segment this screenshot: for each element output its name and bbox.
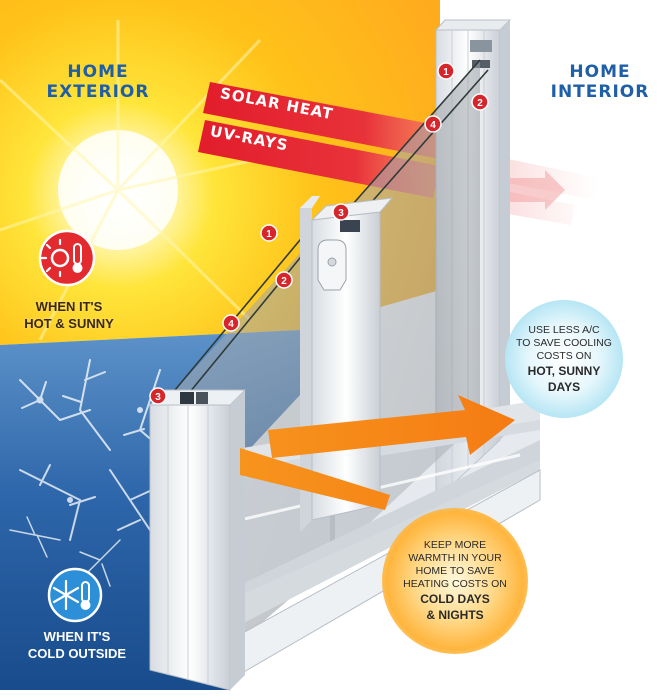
svg-text:1: 1 [443, 67, 449, 78]
svg-text:1: 1 [266, 229, 272, 240]
svg-text:4: 4 [430, 120, 436, 131]
svg-text:4: 4 [228, 319, 234, 330]
svg-text:2: 2 [477, 98, 483, 109]
cooling-benefit-bubble: USE LESS A/C TO SAVE COOLING COSTS ON HO… [505, 300, 623, 418]
svg-text:3: 3 [155, 392, 161, 403]
callout-mid-2: 2 [275, 271, 293, 289]
warmth-arrow-lower [240, 448, 390, 510]
callout-bottom-3: 3 [149, 387, 167, 405]
exterior-frame [148, 389, 247, 691]
snowflake-thermometer-icon [47, 567, 103, 623]
home-exterior-heading: HOME EXTERIOR [46, 62, 150, 102]
callout-top-4: 4 [424, 115, 442, 133]
callout-mid-1: 1 [260, 224, 278, 242]
interior-heat-arrow [505, 170, 565, 210]
home-interior-heading: HOME INTERIOR [550, 62, 650, 102]
solar-heat-ray [203, 82, 452, 160]
warmth-arrow-upper [268, 395, 515, 458]
callout-top-1: 1 [437, 62, 455, 80]
svg-text:3: 3 [338, 208, 344, 219]
hot-sunny-label: WHEN IT'S HOT & SUNNY [24, 299, 114, 331]
cold-outside-label: WHEN IT'S COLD OUTSIDE [27, 629, 127, 661]
svg-text:2: 2 [281, 276, 287, 287]
sun-thermometer-icon [38, 229, 96, 287]
callout-mid-4: 4 [222, 314, 240, 332]
callout-markers: 1 2 4 3 1 2 4 3 [149, 62, 489, 405]
callout-mid-3: 3 [332, 203, 350, 221]
callout-top-2: 2 [471, 93, 489, 111]
heating-benefit-bubble: KEEP MORE WARMTH IN YOUR HOME TO SAVE HE… [382, 508, 528, 654]
